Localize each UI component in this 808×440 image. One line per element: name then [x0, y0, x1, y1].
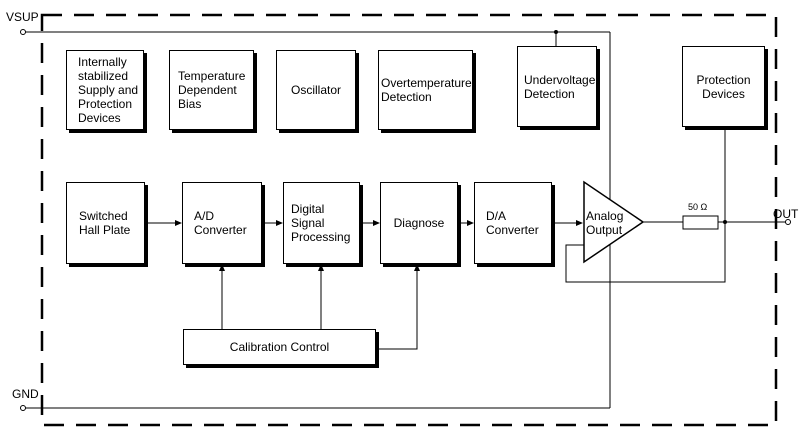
da-converter-block: D/A Converter — [474, 182, 552, 264]
chip-boundary — [40, 13, 778, 427]
hall-plate-block: Switched Hall Plate — [66, 182, 145, 264]
ad-converter-block: A/D Converter — [182, 182, 262, 264]
oscillator-block: Oscillator — [276, 50, 356, 130]
analog-output-amplifier — [583, 180, 645, 264]
undervoltage-block: Undervoltage Detection — [517, 46, 597, 127]
dsp-block: Digital Signal Processing — [283, 182, 360, 264]
gnd-label: GND — [12, 387, 39, 401]
overtemperature-block: Overtemperature Detection — [378, 50, 473, 130]
gnd-terminal — [20, 405, 26, 411]
out-label: OUT — [773, 207, 799, 221]
vsup-label: VSUP — [6, 10, 39, 24]
out-terminal — [785, 219, 791, 225]
analog-output-label: Analog Output — [586, 209, 624, 237]
resistor-label: 50 Ω — [688, 202, 708, 212]
calibration-control-block: Calibration Control — [183, 329, 376, 365]
vsup-terminal — [20, 29, 26, 35]
protection-devices-block: Protection Devices — [682, 46, 765, 127]
resistor-50-ohm — [682, 215, 719, 230]
supply-protection-block: Internally stabilized Supply and Protect… — [66, 50, 144, 130]
temperature-bias-block: Temperature Dependent Bias — [169, 50, 254, 130]
diagnose-block: Diagnose — [380, 182, 458, 264]
